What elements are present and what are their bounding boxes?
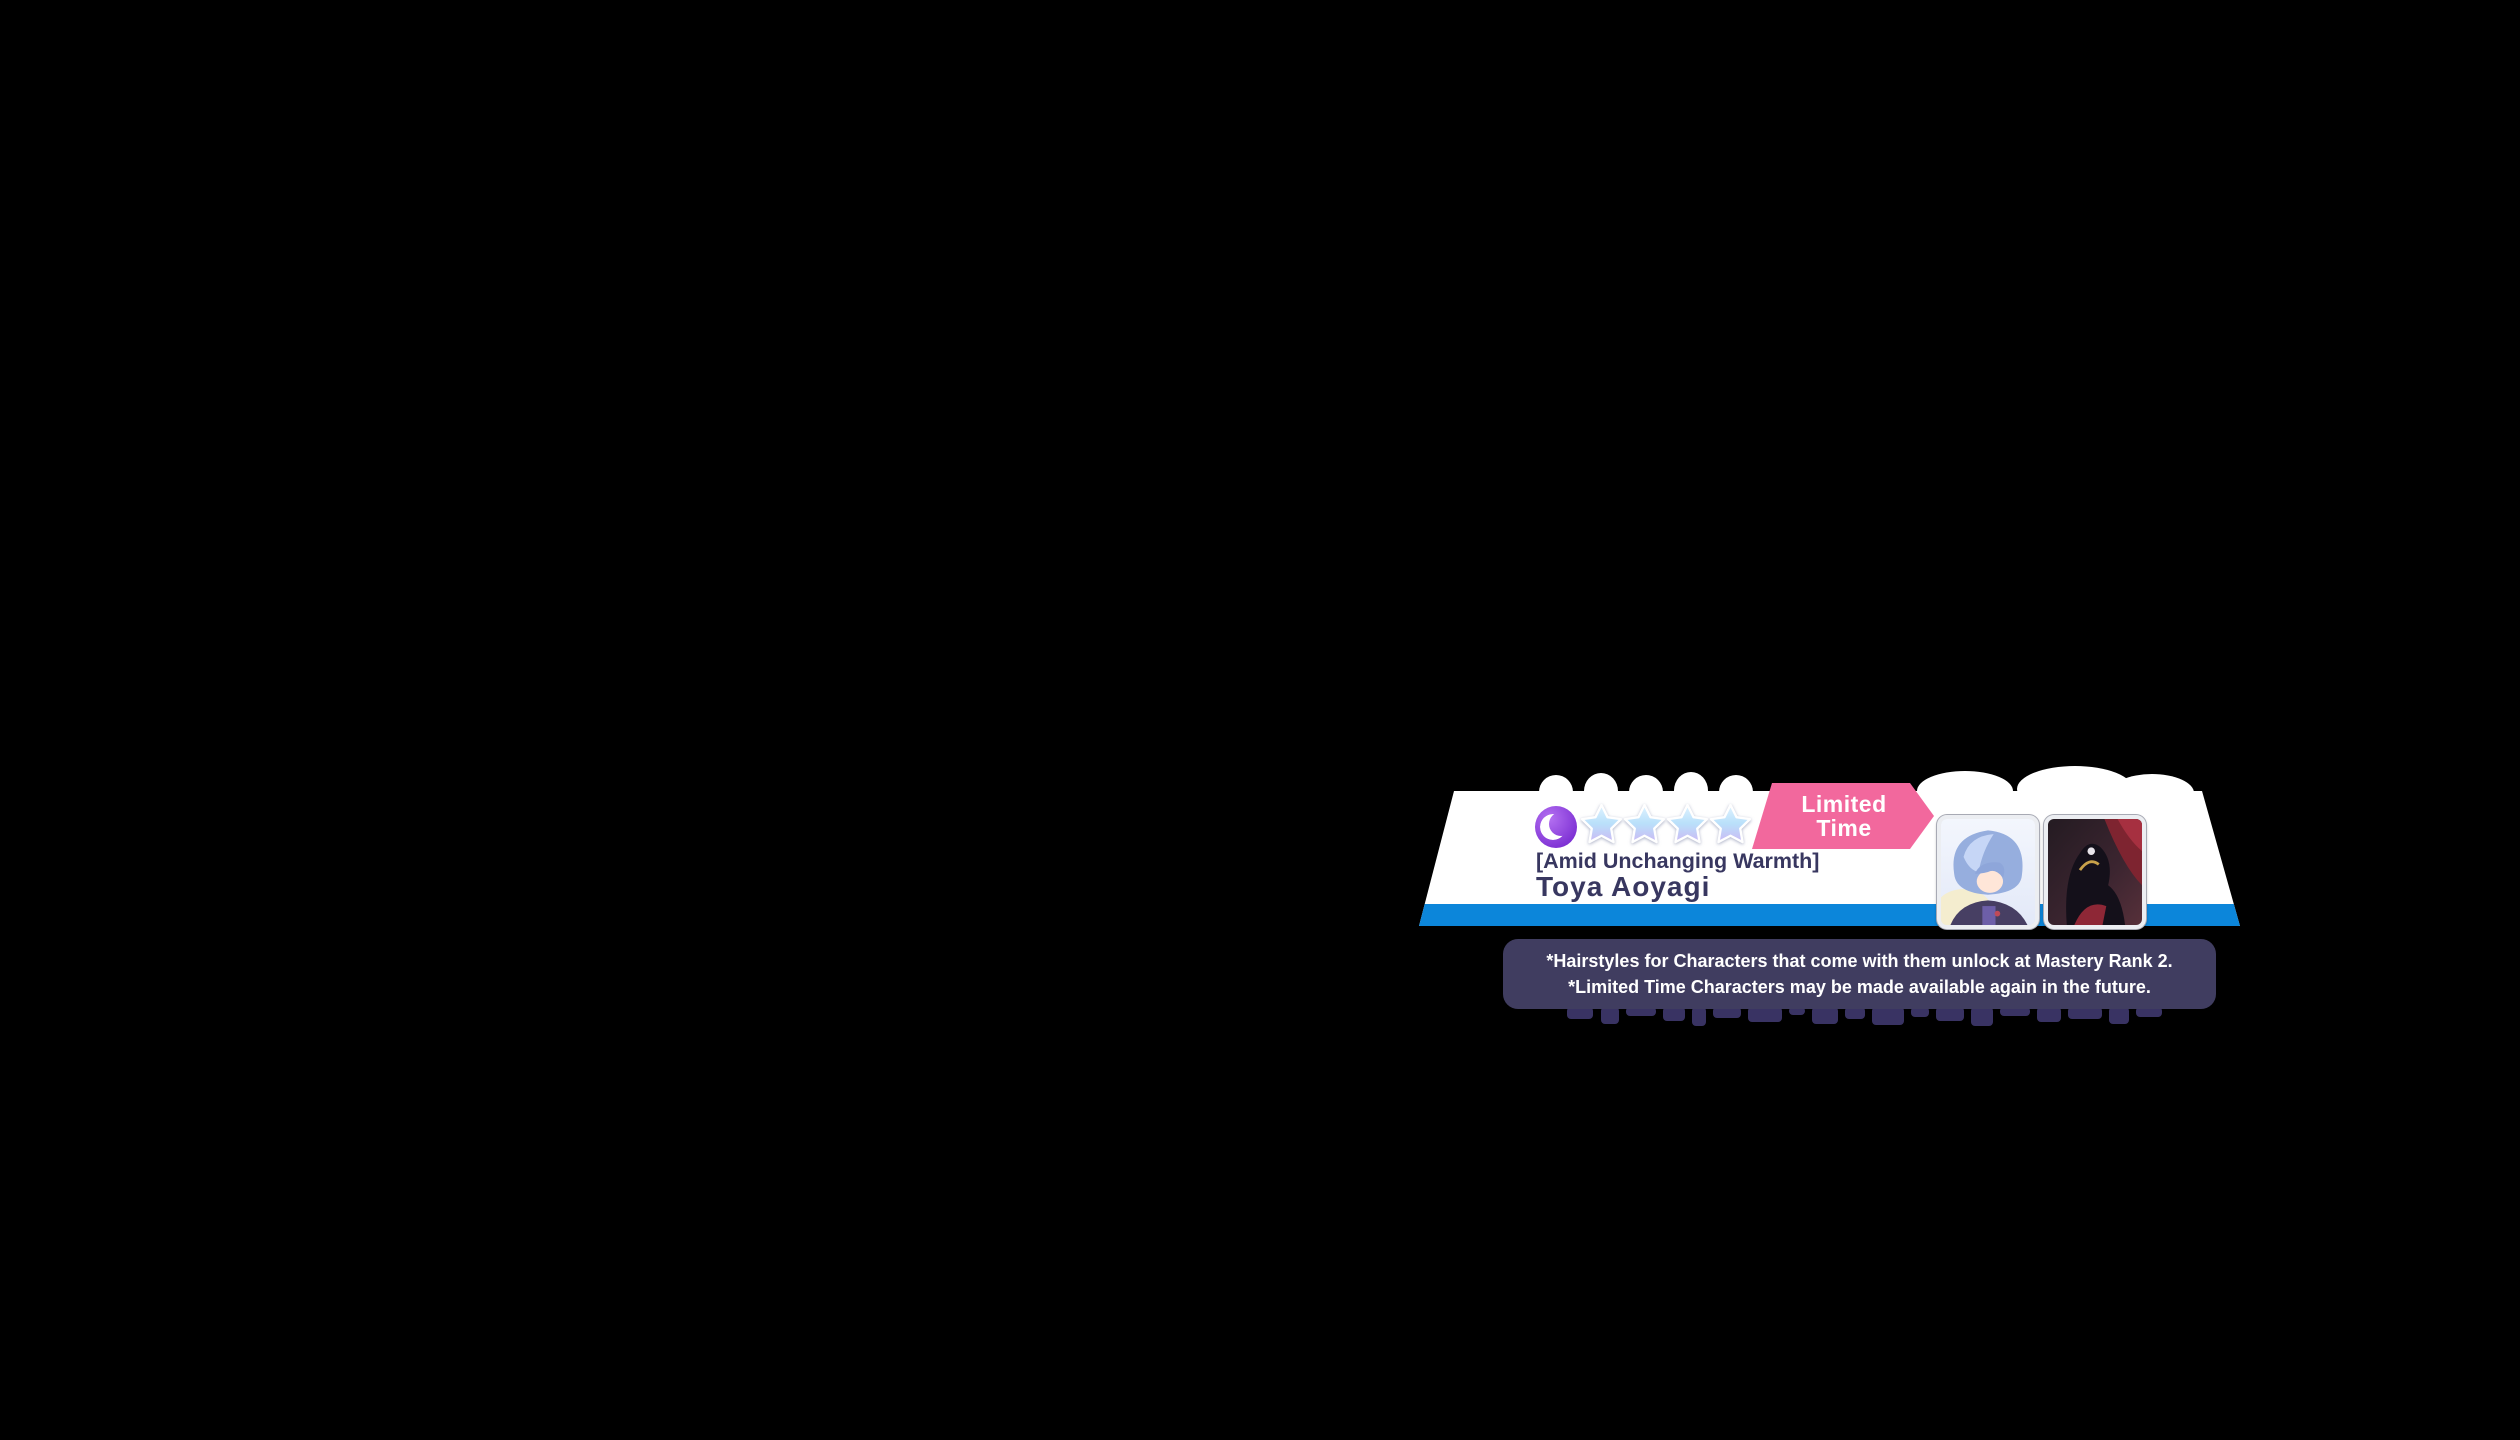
note-line-2: *Limited Time Characters may be made ava…	[1568, 977, 2151, 997]
notes-panel: *Hairstyles for Characters that come wit…	[1503, 939, 2216, 1009]
rarity-stars	[1580, 804, 1752, 850]
card-thumbnail-trained[interactable]	[2044, 815, 2146, 929]
mysterious-attribute-icon	[1534, 805, 1578, 849]
obscured-text-fragments	[1567, 1007, 2162, 1026]
card-art-untrained	[1941, 819, 2035, 925]
note-line-1: *Hairstyles for Characters that come wit…	[1546, 951, 2173, 971]
rarity-star-icon	[1580, 804, 1623, 844]
rarity-star-icon	[1666, 804, 1709, 844]
rarity-star-icon	[1709, 804, 1752, 844]
card-art-trained	[2048, 819, 2142, 925]
character-name: Toya Aoyagi	[1536, 871, 1711, 902]
limited-time-badge: Limited Time	[1752, 783, 1934, 849]
card-thumbnail-untrained[interactable]	[1937, 815, 2039, 929]
limited-badge-line2: Time	[1816, 815, 1872, 841]
card-title: [Amid Unchanging Warmth]	[1536, 849, 1820, 873]
limited-badge-line1: Limited	[1801, 791, 1887, 817]
rarity-star-icon	[1623, 804, 1666, 844]
